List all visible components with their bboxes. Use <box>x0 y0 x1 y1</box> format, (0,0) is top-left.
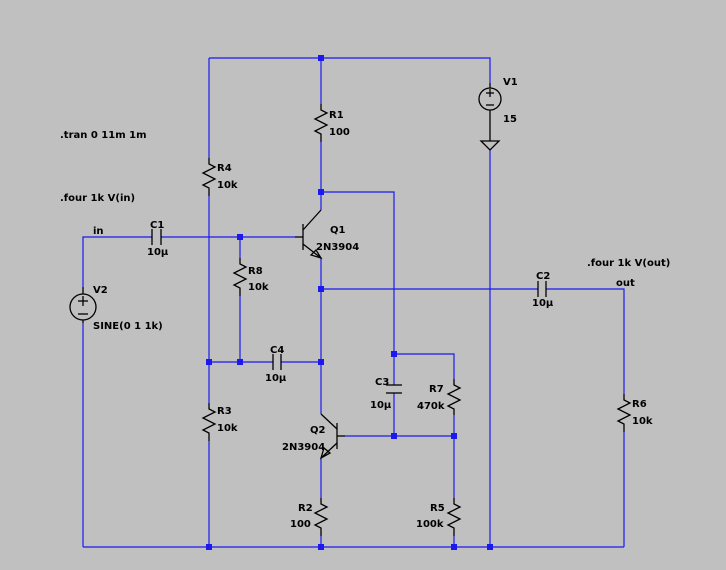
resistor-r7[interactable] <box>446 379 462 415</box>
resistor-r6[interactable] <box>616 394 632 432</box>
label-c2-value: 10µ <box>532 298 554 309</box>
voltage-source-v1[interactable] <box>478 83 502 151</box>
label-v1-name: V1 <box>503 77 518 88</box>
net-label-in: in <box>93 226 104 237</box>
label-r5-name: R5 <box>430 503 445 514</box>
resistor-r5[interactable] <box>446 498 462 536</box>
junction-base <box>237 234 243 240</box>
capacitor-c1[interactable] <box>151 229 162 245</box>
directive-tran: .tran 0 11m 1m <box>60 130 147 141</box>
label-r3-value: 10k <box>217 423 238 434</box>
label-r2-value: 100 <box>290 519 311 530</box>
label-r4-name: R4 <box>217 163 232 174</box>
junction-gnd-r3 <box>206 544 212 550</box>
label-c1-value: 10µ <box>147 247 169 258</box>
transistor-q2[interactable] <box>319 413 345 460</box>
junctions <box>206 55 493 550</box>
junction-q1-collector <box>318 189 324 195</box>
label-r8-value: 10k <box>248 282 269 293</box>
label-c2-name: C2 <box>536 271 550 282</box>
wire-top-rail <box>209 57 491 83</box>
label-r7-name: R7 <box>429 384 444 395</box>
label-r1-value: 100 <box>329 127 350 138</box>
junction-c3-top <box>391 351 397 357</box>
junction-output <box>318 286 324 292</box>
transistor-q1[interactable] <box>295 209 323 260</box>
junction-r3-c4 <box>206 359 212 365</box>
label-c3-name: C3 <box>375 377 389 388</box>
label-r6-name: R6 <box>632 399 647 410</box>
junction-gnd-r2 <box>318 544 324 550</box>
junction-q2-base <box>451 433 457 439</box>
net-label-out: out <box>616 278 635 289</box>
junction-r8-c4 <box>237 359 243 365</box>
wire-input <box>82 236 152 287</box>
label-v1-value: 15 <box>503 114 517 125</box>
label-q1-value: 2N3904 <box>316 242 359 253</box>
label-r4-value: 10k <box>217 180 238 191</box>
resistor-r4[interactable] <box>201 158 217 196</box>
directive-four-out: .four 1k V(out) <box>587 258 670 269</box>
label-c1-name: C1 <box>150 220 164 231</box>
label-r5-value: 100k <box>416 519 444 530</box>
capacitor-c4[interactable] <box>272 354 282 370</box>
label-q1-name: Q1 <box>330 225 346 236</box>
wire-c3-r7-top <box>394 353 455 379</box>
label-r6-value: 10k <box>632 416 653 427</box>
junction-c4-emitter <box>318 359 324 365</box>
junction-gnd-v1 <box>487 544 493 550</box>
label-q2-name: Q2 <box>310 425 326 436</box>
label-r3-name: R3 <box>217 406 232 417</box>
resistor-r3[interactable] <box>201 403 217 441</box>
label-c4-value: 10µ <box>265 373 287 384</box>
label-c4-name: C4 <box>270 345 284 356</box>
resistor-r2[interactable] <box>313 498 329 536</box>
directive-four-in: .four 1k V(in) <box>60 193 135 204</box>
junction-c3-bottom <box>391 433 397 439</box>
label-r2-name: R2 <box>298 503 313 514</box>
junction-gnd-r5 <box>451 544 457 550</box>
resistor-r8[interactable] <box>232 258 248 296</box>
wire-q1c-to-c3 <box>321 191 395 385</box>
label-q2-value: 2N3904 <box>282 442 325 453</box>
label-r1-name: R1 <box>329 110 344 121</box>
junction-top-r1 <box>318 55 324 61</box>
label-r7-value: 470k <box>417 401 445 412</box>
label-c3-value: 10µ <box>370 400 392 411</box>
wire-out-right <box>546 288 625 394</box>
label-v2-name: V2 <box>93 285 108 296</box>
label-v2-value: SINE(0 1 1k) <box>93 321 163 332</box>
label-r8-name: R8 <box>248 266 263 277</box>
resistor-r1[interactable] <box>313 104 329 142</box>
capacitor-c2[interactable] <box>537 281 547 297</box>
capacitor-c3[interactable] <box>386 384 402 394</box>
voltage-source-v2[interactable] <box>69 287 97 323</box>
